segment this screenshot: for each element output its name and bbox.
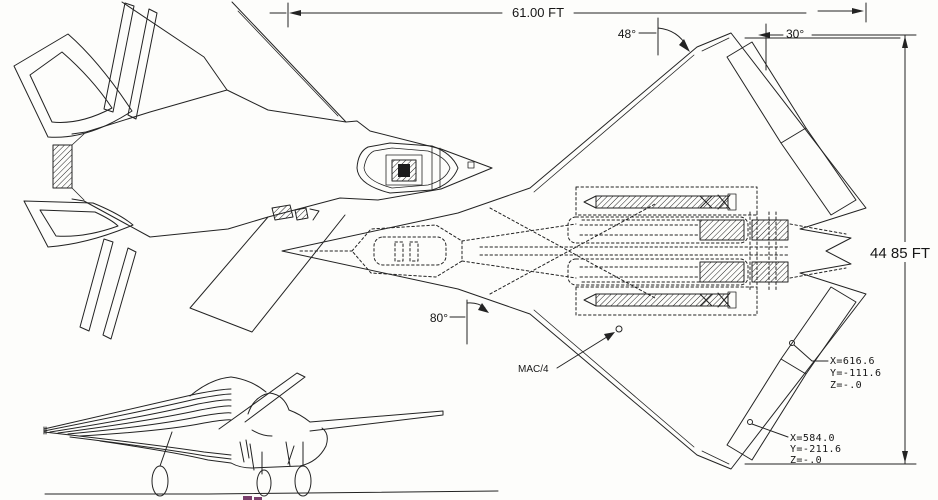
length-dimension: 61.00 FT xyxy=(270,3,866,27)
span-dimension-label: 44 85 FT xyxy=(870,245,930,262)
vertical-tail-front xyxy=(219,373,305,429)
fwd-point-callout: X=584.0 Y=-211.6 Z=-.0 xyxy=(752,424,841,466)
fighter-stabilator-upper xyxy=(14,34,132,137)
tip-sweep-callout: 30° xyxy=(758,24,916,70)
fighter-top-view xyxy=(14,2,492,339)
clipped-dimension-mark2 xyxy=(254,497,262,500)
le-sweep-callout: 48° xyxy=(618,18,690,55)
ejection-seat xyxy=(386,155,422,185)
weapon-bay-lower xyxy=(576,282,757,315)
aft-point-x: X=616.6 xyxy=(830,356,875,367)
inboard-angle-callout: 80° xyxy=(430,300,489,344)
fighter-upper-body-edge xyxy=(346,121,492,168)
aft-point-y: Y=-111.6 xyxy=(830,368,881,379)
weapon-bay-upper xyxy=(576,187,757,220)
fighter-front-view xyxy=(219,373,443,496)
aft-point-z: Z=-.0 xyxy=(830,380,862,391)
nose-gear xyxy=(250,444,262,474)
inboard-angle-label: 80° xyxy=(430,311,448,325)
fighter-vertical-tails-upper xyxy=(104,3,157,119)
clipped-dimension-mark xyxy=(243,496,252,500)
fighter-right-wing-leading-edge xyxy=(232,2,346,122)
span-dimension: 44 85 FT xyxy=(745,35,938,464)
le-sweep-label: 48° xyxy=(618,27,636,41)
main-wheel xyxy=(295,466,311,496)
right-wing-front xyxy=(310,411,443,431)
inlet-ducts-dashed xyxy=(462,204,655,298)
fighter-left-wing xyxy=(190,215,345,332)
cockpit-dashed xyxy=(300,225,462,277)
planform-outline xyxy=(282,33,866,469)
flying-wing-front-view xyxy=(44,377,231,496)
aft-point-callout: X=616.6 Y=-111.6 Z=-.0 xyxy=(794,345,881,391)
elevon-panels-upper xyxy=(727,42,856,215)
fighter-tail-top-edge xyxy=(72,90,227,134)
fighter-canopy xyxy=(357,143,458,193)
fighter-surface-markings xyxy=(272,205,319,220)
fighter-vertical-tails-lower xyxy=(80,239,136,339)
nozzle-sections xyxy=(700,220,788,282)
nose-wheel xyxy=(257,470,271,496)
length-dimension-label: 61.00 FT xyxy=(512,5,564,20)
elevon-panels-lower xyxy=(727,287,856,460)
left-main-wheel xyxy=(152,466,168,496)
leading-edge-flap-lines xyxy=(534,38,729,464)
canopy-detail-square xyxy=(468,162,474,168)
fwd-point-x: X=584.0 xyxy=(790,433,835,444)
canopy-front xyxy=(248,393,289,414)
engine-bays-dashed xyxy=(480,212,846,290)
front-view-composite xyxy=(44,373,498,500)
planform-top-view xyxy=(282,33,866,469)
tip-sweep-label: 30° xyxy=(786,27,804,41)
fighter-exhaust-nozzle xyxy=(53,145,72,188)
mac-quarter-label: MAC/4 xyxy=(518,364,549,375)
fwd-point-z: Z=-.0 xyxy=(790,455,822,466)
mac-quarter-callout: MAC/4 xyxy=(518,332,615,375)
aft-point-marker xyxy=(790,341,795,346)
fighter-stabilator-lower xyxy=(24,201,133,247)
fwd-point-marker xyxy=(748,420,753,425)
fighter-canopy-frame xyxy=(364,146,450,190)
dimension-annotations: 61.00 FT 48° 30° 44 85 FT 80° xyxy=(270,3,938,466)
fwd-point-y: Y=-211.6 xyxy=(790,444,841,455)
ground-line xyxy=(45,491,498,494)
mac-quarter-marker xyxy=(616,326,622,332)
fighter-lower-body-edge xyxy=(72,168,492,237)
